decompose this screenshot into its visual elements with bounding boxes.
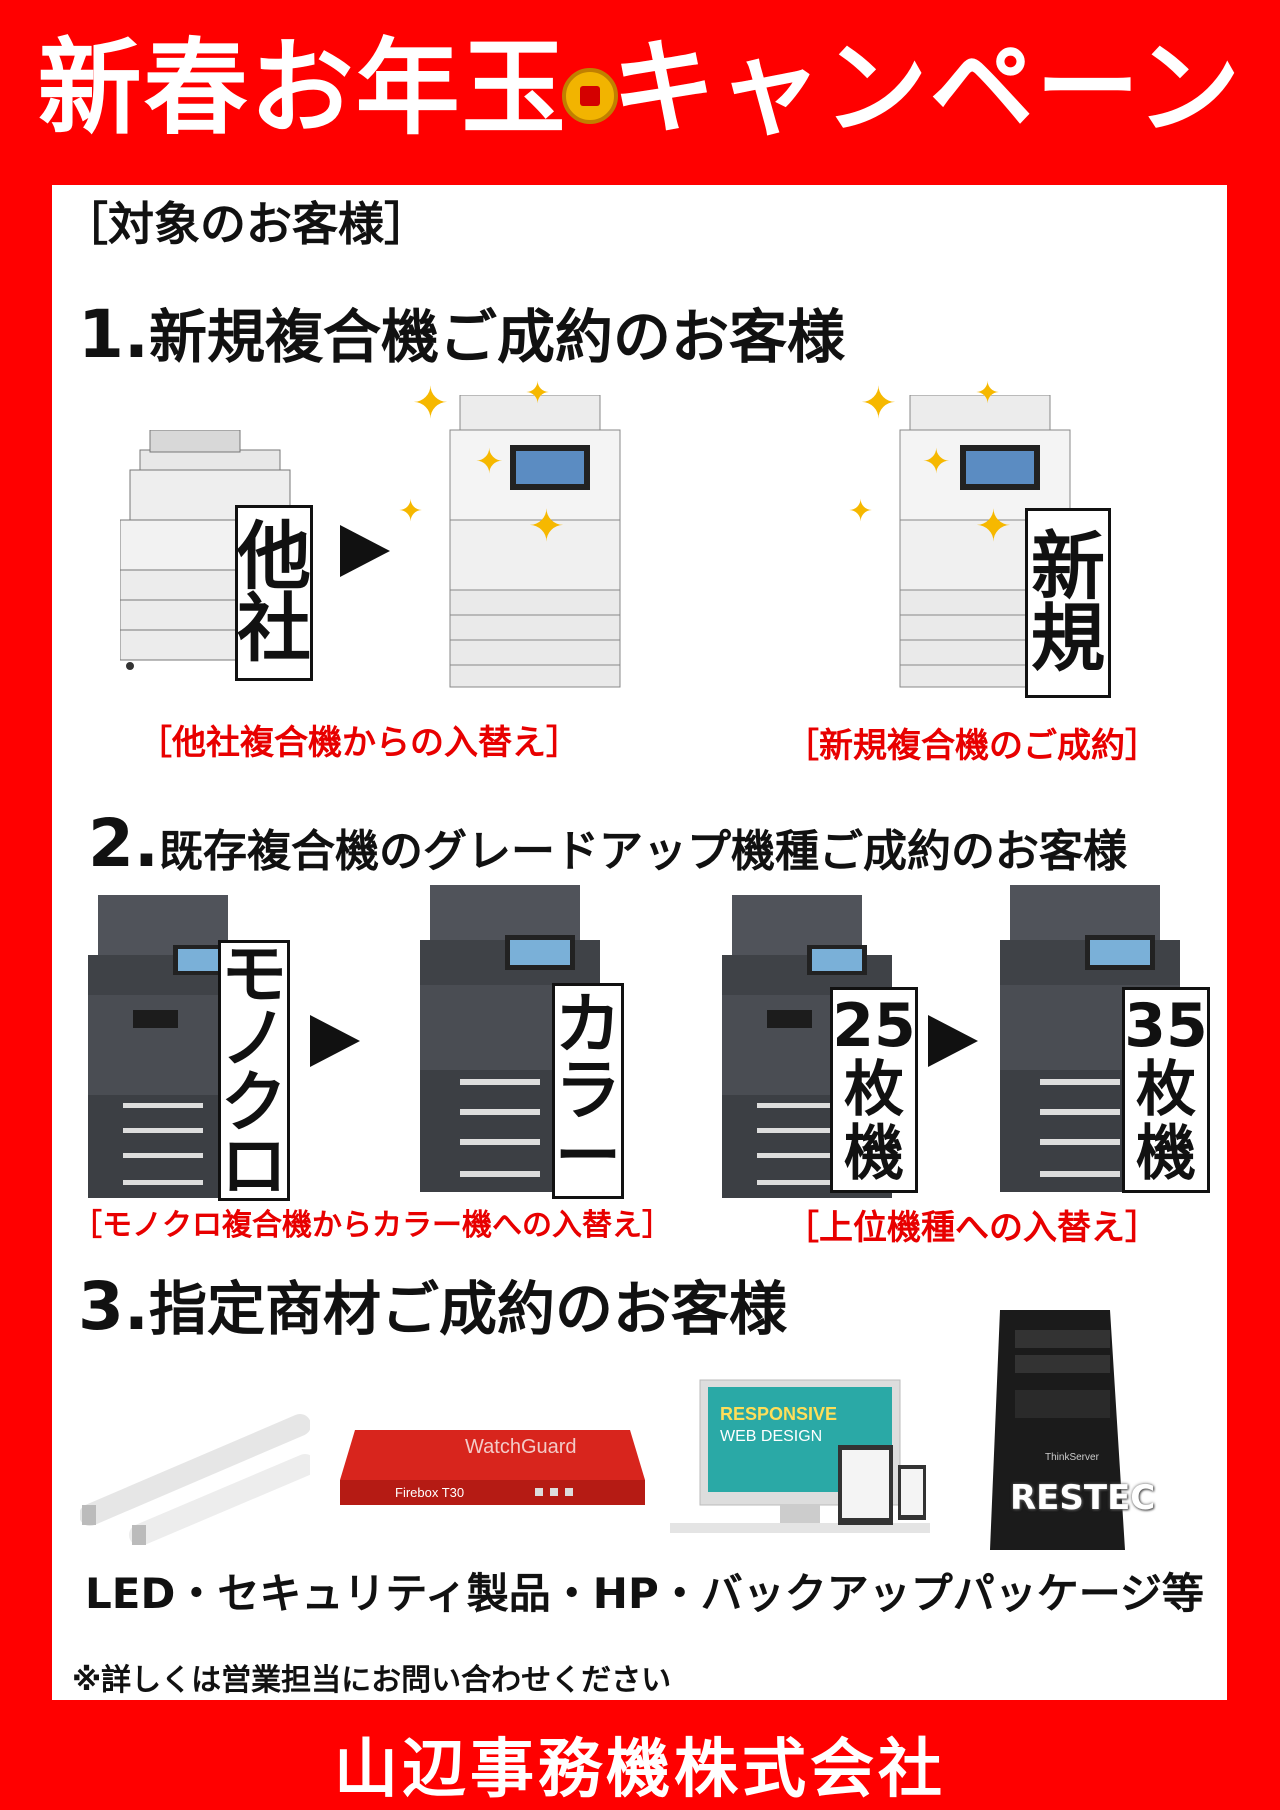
sparkle-icon: ✦ (922, 442, 951, 482)
responsive-web-design-image: RESPONSIVE WEB DESIGN (670, 1379, 930, 1533)
arrow-right-icon (340, 525, 390, 577)
firewall-appliance-image: WatchGuard Firebox T30 (340, 1430, 645, 1505)
sparkle-icon: ✦ (848, 494, 874, 529)
thinkserver-label: ThinkServer (1045, 1452, 1100, 1463)
web-design-text: WEB DESIGN (720, 1428, 822, 1445)
section1-caption-right: ［新規複合機のご成約］ (785, 726, 1159, 766)
led-tube-image (80, 1414, 310, 1545)
title-text-b: キャンペーン (611, 27, 1243, 149)
sparkle-icon: ✦ (975, 501, 1012, 552)
page-title: 新春お年玉キャンペーン (0, 18, 1280, 158)
tag-color: カラー (552, 983, 624, 1199)
arrow-right-icon (310, 1015, 360, 1067)
section1-number: 1. (78, 296, 149, 373)
section2-caption-right: ［上位機種への入替え］ (785, 1208, 1159, 1248)
server-tower-image: ThinkServer (990, 1310, 1125, 1550)
section2-number: 2. (88, 805, 159, 882)
sparkle-icon: ✦ (475, 442, 504, 482)
tag-other-company: 他社 (235, 505, 313, 681)
section2-caption-left: ［モノクロ複合機からカラー機への入替え］ (72, 1208, 672, 1243)
title-text-a: 新春お年玉 (37, 27, 568, 149)
section2-heading: 2.既存複合機のグレードアップ機種ご成約のお客様 (88, 805, 1127, 882)
sparkle-icon: ✦ (412, 378, 449, 429)
new-copier-image-left (449, 395, 621, 688)
tag-new: 新規 (1025, 508, 1111, 698)
sparkle-icon: ✦ (860, 378, 897, 429)
section3-number: 3. (78, 1268, 149, 1345)
section3-heading: 3.指定商材ご成約のお客様 (78, 1262, 787, 1346)
section1-heading-text: 新規複合機ご成約のお客様 (149, 303, 846, 371)
tag-mono: モノクロ (218, 940, 290, 1201)
sparkle-icon: ✦ (398, 494, 424, 529)
sparkle-icon: ✦ (525, 376, 551, 411)
coin-icon (561, 67, 618, 124)
responsive-text: RESPONSIVE (720, 1404, 837, 1424)
section3-heading-text: 指定商材ご成約のお客様 (149, 1275, 788, 1343)
watchguard-logo: WatchGuard (465, 1436, 577, 1458)
sparkle-icon: ✦ (528, 501, 565, 552)
mono-copier-image (88, 895, 258, 1198)
target-heading: ［対象のお客様］ (62, 197, 430, 251)
section1-caption-left: ［他社複合機からの入替え］ (138, 723, 580, 763)
section1-heading: 1.新規複合機ご成約のお客様 (78, 290, 845, 374)
contact-note: ※詳しくは営業担当にお問い合わせください (72, 1663, 672, 1698)
products-line: LED・セキュリティ製品・HP・バックアップパッケージ等 (85, 1569, 1204, 1618)
firebox-label: Firebox T30 (395, 1485, 464, 1500)
arrow-right-icon (928, 1015, 978, 1067)
sparkle-icon: ✦ (975, 376, 1001, 411)
section2-heading-text: 既存複合機のグレードアップ機種ご成約のお客様 (159, 826, 1127, 877)
restec-logo: RESTEC (1010, 1478, 1156, 1518)
company-name: 山辺事務機株式会社 (334, 1733, 946, 1807)
